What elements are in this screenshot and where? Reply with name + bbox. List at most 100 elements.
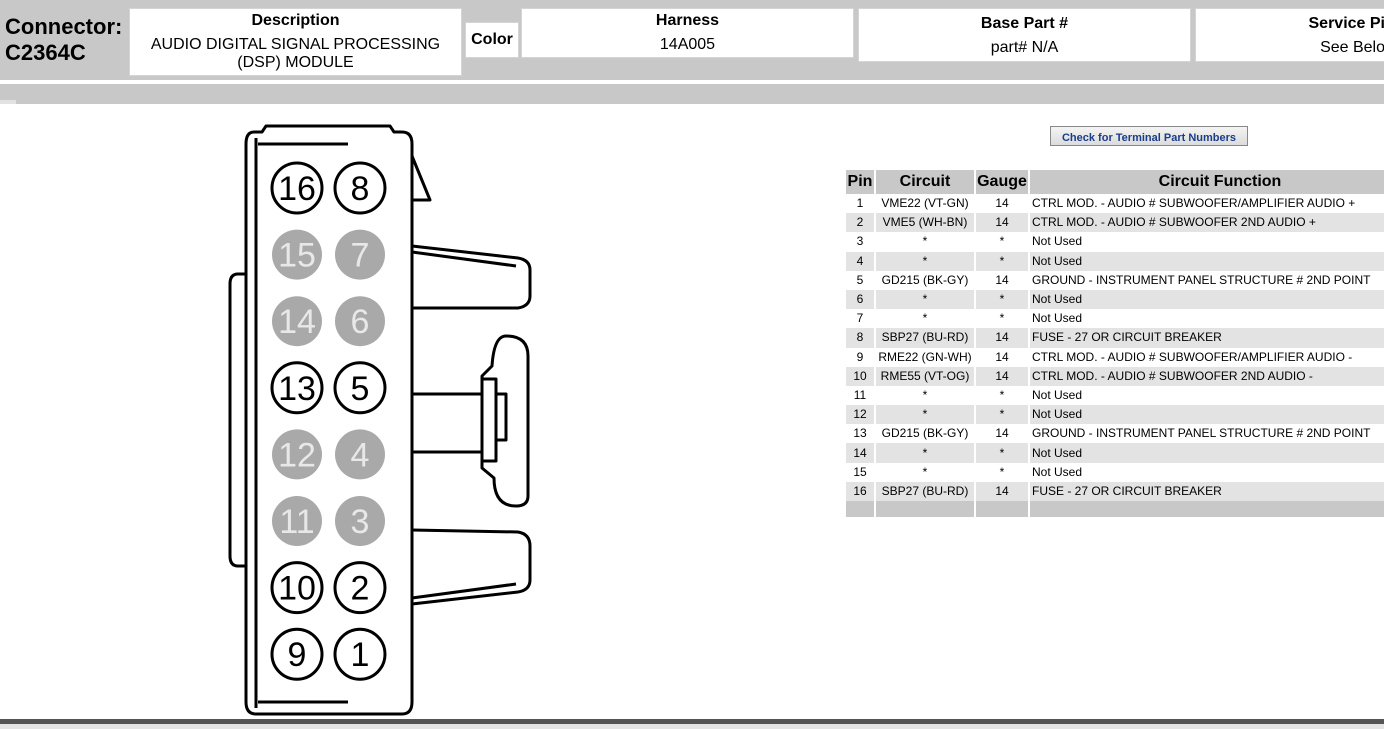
footer-bar xyxy=(0,719,1384,724)
circuit-function-cell: Not Used xyxy=(1030,443,1384,463)
pin-cell: 14 xyxy=(846,443,874,463)
gauge-cell: 14 xyxy=(976,481,1028,501)
circuit-cell: RME22 (GN-WH) xyxy=(878,349,972,364)
pin-number-label: 6 xyxy=(351,303,370,341)
circuit-cell: * xyxy=(922,311,928,326)
pin-cell: 7 xyxy=(856,311,864,326)
table-row: 6**Not Used xyxy=(846,289,1384,310)
harness-title: Harness xyxy=(655,12,720,29)
gauge-cell: 14 xyxy=(995,196,1009,211)
circuit-function-cell: Not Used xyxy=(1032,464,1083,479)
circuit-function-column-header: Circuit Function xyxy=(1030,170,1384,194)
gauge-cell: * xyxy=(999,234,1005,249)
circuit-cell: GD215 (BK-GY) xyxy=(881,426,969,441)
circuit-function-cell: CTRL MOD. - AUDIO # SUBWOOFER/AMPLIFIER … xyxy=(1032,349,1353,364)
gauge-cell: * xyxy=(999,387,1005,402)
base-part-box: Base Part # part# N/A xyxy=(858,8,1191,62)
pin-cavity-circle xyxy=(333,161,387,215)
pin-number-label: 8 xyxy=(351,170,370,208)
gauge-column-header: Gauge xyxy=(976,170,1028,194)
pin-cavity-circle xyxy=(333,627,387,681)
circuit-cell: * xyxy=(876,251,974,271)
circuit-function-cell: Not Used xyxy=(1030,251,1384,271)
harness-box: Harness 14A005 xyxy=(521,8,854,58)
pin-cell: 6 xyxy=(846,289,874,310)
table-row: 14**Not Used xyxy=(846,443,1384,463)
description-value: AUDIO DIGITAL SIGNAL PROCESSING (DSP) MO… xyxy=(150,36,441,71)
gauge-cell: * xyxy=(976,405,1028,425)
pin-cavity-circle xyxy=(272,429,322,480)
pin-number-label: 16 xyxy=(278,170,316,208)
empty-cell xyxy=(846,501,874,517)
pin-cavity-circle xyxy=(270,627,324,681)
pin-cell: 2 xyxy=(846,213,874,233)
connector-id: C2364C xyxy=(5,40,86,65)
pin-cavity-circle xyxy=(270,161,324,215)
circuit-cell: GD215 (BK-GY) xyxy=(881,272,969,287)
table-row: 7 * * Not Used xyxy=(846,309,1384,328)
gauge-cell: 14 xyxy=(995,272,1009,287)
pin-number-label: 12 xyxy=(278,436,316,474)
pin-cavity-circle xyxy=(270,361,324,415)
pin-cavity-circle xyxy=(270,561,324,615)
circuit-function-cell: Not Used xyxy=(1032,311,1083,326)
gauge-cell: 14 xyxy=(976,366,1028,386)
footer-strip xyxy=(0,724,1384,729)
circuit-column-header: Circuit xyxy=(876,170,974,194)
pin-cell: 4 xyxy=(846,251,874,271)
pin-number-label: 7 xyxy=(351,237,370,275)
pin-cell: 10 xyxy=(846,366,874,386)
pin-cell: 15 xyxy=(853,464,867,479)
circuit-function-cell: CTRL MOD. - AUDIO # SUBWOOFER 2ND AUDIO … xyxy=(1030,366,1384,386)
gauge-cell: * xyxy=(976,251,1028,271)
empty-cell xyxy=(1030,501,1384,517)
empty-cell xyxy=(876,501,974,517)
pin-cavity-circle xyxy=(333,561,387,615)
connector-header: Connector: C2364C Description AUDIO DIGI… xyxy=(0,0,1384,80)
table-row: 11**Not Used xyxy=(846,386,1384,405)
table-row: 12**Not Used xyxy=(846,405,1384,425)
gauge-cell: * xyxy=(976,289,1028,310)
pin-cell: 12 xyxy=(846,405,874,425)
pin-column-header: Pin xyxy=(846,170,874,194)
circuit-cell: VME5 (WH-BN) xyxy=(876,213,974,233)
circuit-cell: * xyxy=(876,443,974,463)
harness-value: 14A005 xyxy=(659,36,716,53)
pin-cavity-circle xyxy=(272,296,322,347)
gauge-cell: 14 xyxy=(995,349,1009,364)
empty-cell xyxy=(976,501,1028,517)
check-terminal-part-numbers-button[interactable]: Check for Terminal Part Numbers xyxy=(1050,126,1248,146)
circuit-cell: * xyxy=(876,405,974,425)
pin-number-label: 3 xyxy=(351,503,370,541)
gauge-cell: * xyxy=(999,311,1005,326)
gauge-cell: 14 xyxy=(976,213,1028,233)
pin-cavity-circle xyxy=(335,296,385,347)
circuit-function-cell: FUSE - 27 OR CIRCUIT BREAKER xyxy=(1030,328,1384,348)
pin-number-label: 14 xyxy=(278,303,316,341)
pin-cavity-circle xyxy=(272,229,322,280)
pin-cavity-circle xyxy=(335,229,385,280)
section-bar-edge xyxy=(0,100,16,104)
circuit-function-cell: Not Used xyxy=(1032,234,1083,249)
pin-number-label: 1 xyxy=(351,636,370,674)
pin-number-label: 9 xyxy=(288,636,307,674)
pin-number-label: 5 xyxy=(351,370,370,408)
circuit-function-cell: Not Used xyxy=(1030,289,1384,310)
pin-table-header-row: Pin Circuit Gauge Circuit Function xyxy=(846,170,1384,194)
table-row: 3**Not Used xyxy=(846,232,1384,251)
pin-cell: 1 xyxy=(856,196,864,211)
circuit-function-cell: CTRL MOD. - AUDIO # SUBWOOFER/AMPLIFIER … xyxy=(1032,196,1356,211)
pin-number-label: 2 xyxy=(351,570,370,608)
pin-number-label: 10 xyxy=(278,570,316,608)
pin-cell: 8 xyxy=(846,328,874,348)
base-part-title: Base Part # xyxy=(980,15,1069,32)
